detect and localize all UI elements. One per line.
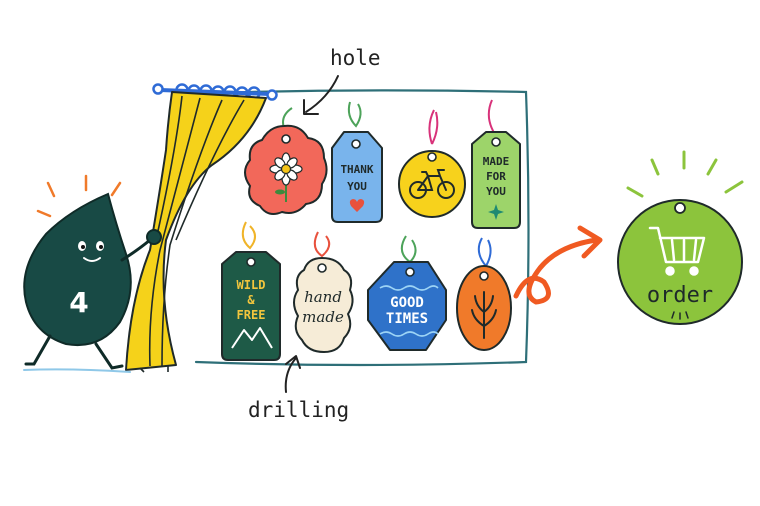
- leaf-icon: [471, 291, 497, 339]
- curtain-rod: [152, 83, 278, 101]
- heart-icon: [349, 199, 365, 212]
- hole-label: hole: [330, 46, 381, 70]
- drilling-pointer-arrow: [284, 355, 301, 393]
- tag-flower: [244, 107, 328, 215]
- bicycle-icon: [409, 169, 455, 199]
- tag-wild-free-line2: &: [247, 293, 255, 307]
- tag-leaf: [456, 237, 512, 351]
- mascot-character: 4: [23, 174, 162, 373]
- mascot-number: 4: [69, 286, 88, 319]
- flower-icon: [269, 152, 303, 202]
- yellow-curtain: [125, 91, 267, 373]
- tag-made-for-you-line3: YOU: [486, 185, 506, 198]
- tag-hand-made-line1: hand: [304, 288, 342, 306]
- tag-made-for-you-line2: FOR: [486, 170, 506, 183]
- hole-pointer-arrow: [303, 75, 339, 115]
- tag-made-for-you: MADE FOR YOU: [471, 99, 521, 229]
- tag-wild-free-line3: FREE: [237, 308, 266, 322]
- mountain-icon: [231, 327, 273, 349]
- tag-display-frame: [176, 89, 530, 367]
- tag-wild-free-line1: WILD: [237, 278, 266, 292]
- tag-hand-made: hand made: [293, 231, 354, 354]
- tag-wild-free: WILD & FREE: [221, 221, 281, 361]
- tag-good-times: GOOD TIMES: [367, 235, 447, 351]
- sparkle-icon: [488, 204, 504, 220]
- tag-thank-you-line2: YOU: [347, 180, 367, 193]
- drilling-label: drilling: [248, 398, 350, 422]
- tag-thank-you: THANK YOU: [331, 101, 383, 223]
- tag-made-for-you-line1: MADE: [483, 155, 510, 168]
- tag-bicycle: [398, 109, 466, 218]
- tag-hand-made-line2: made: [302, 308, 344, 326]
- flow-arrow: [513, 225, 603, 305]
- tag-good-times-line2: TIMES: [386, 311, 428, 327]
- order-label: order: [647, 283, 713, 308]
- cart-icon: [648, 226, 706, 276]
- tag-thank-you-line1: THANK: [340, 163, 373, 176]
- tag-good-times-line1: GOOD: [390, 295, 424, 311]
- order-tag[interactable]: order: [617, 150, 744, 325]
